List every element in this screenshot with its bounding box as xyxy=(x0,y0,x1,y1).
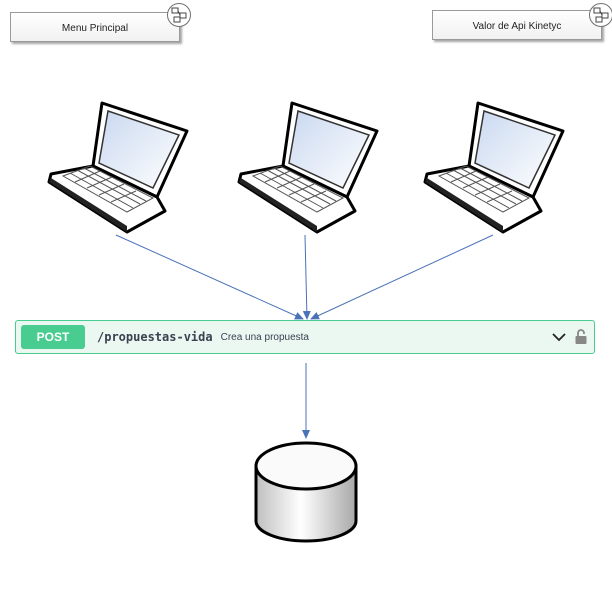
connector-laptop-2 xyxy=(302,234,311,320)
connector-laptop-1 xyxy=(115,234,304,320)
valor-api-label: Valor de Api Kinetyc xyxy=(472,20,562,32)
menu-principal-label: Menu Principal xyxy=(61,22,129,34)
diagram-link-icon xyxy=(167,3,191,27)
endpoint-description: Crea una propuesta xyxy=(220,331,309,343)
valor-api-link[interactable]: Valor de Api Kinetyc xyxy=(432,3,612,40)
chevron-down-icon[interactable] xyxy=(552,330,566,344)
endpoint-post-propuestas-vida[interactable]: POST /propuestas-vida Crea una propuesta xyxy=(15,320,595,354)
menu-principal-link[interactable]: Menu Principal xyxy=(10,3,191,42)
database-icon xyxy=(254,441,358,543)
connector-laptop-3 xyxy=(310,234,494,320)
endpoint-path: /propuestas-vida xyxy=(97,330,213,344)
unlock-icon[interactable] xyxy=(574,329,588,345)
method-badge: POST xyxy=(21,325,85,349)
laptop-icon xyxy=(423,101,565,234)
laptop-icon xyxy=(47,101,189,234)
laptop-icon xyxy=(237,101,379,234)
diagram-link-icon xyxy=(589,3,612,27)
